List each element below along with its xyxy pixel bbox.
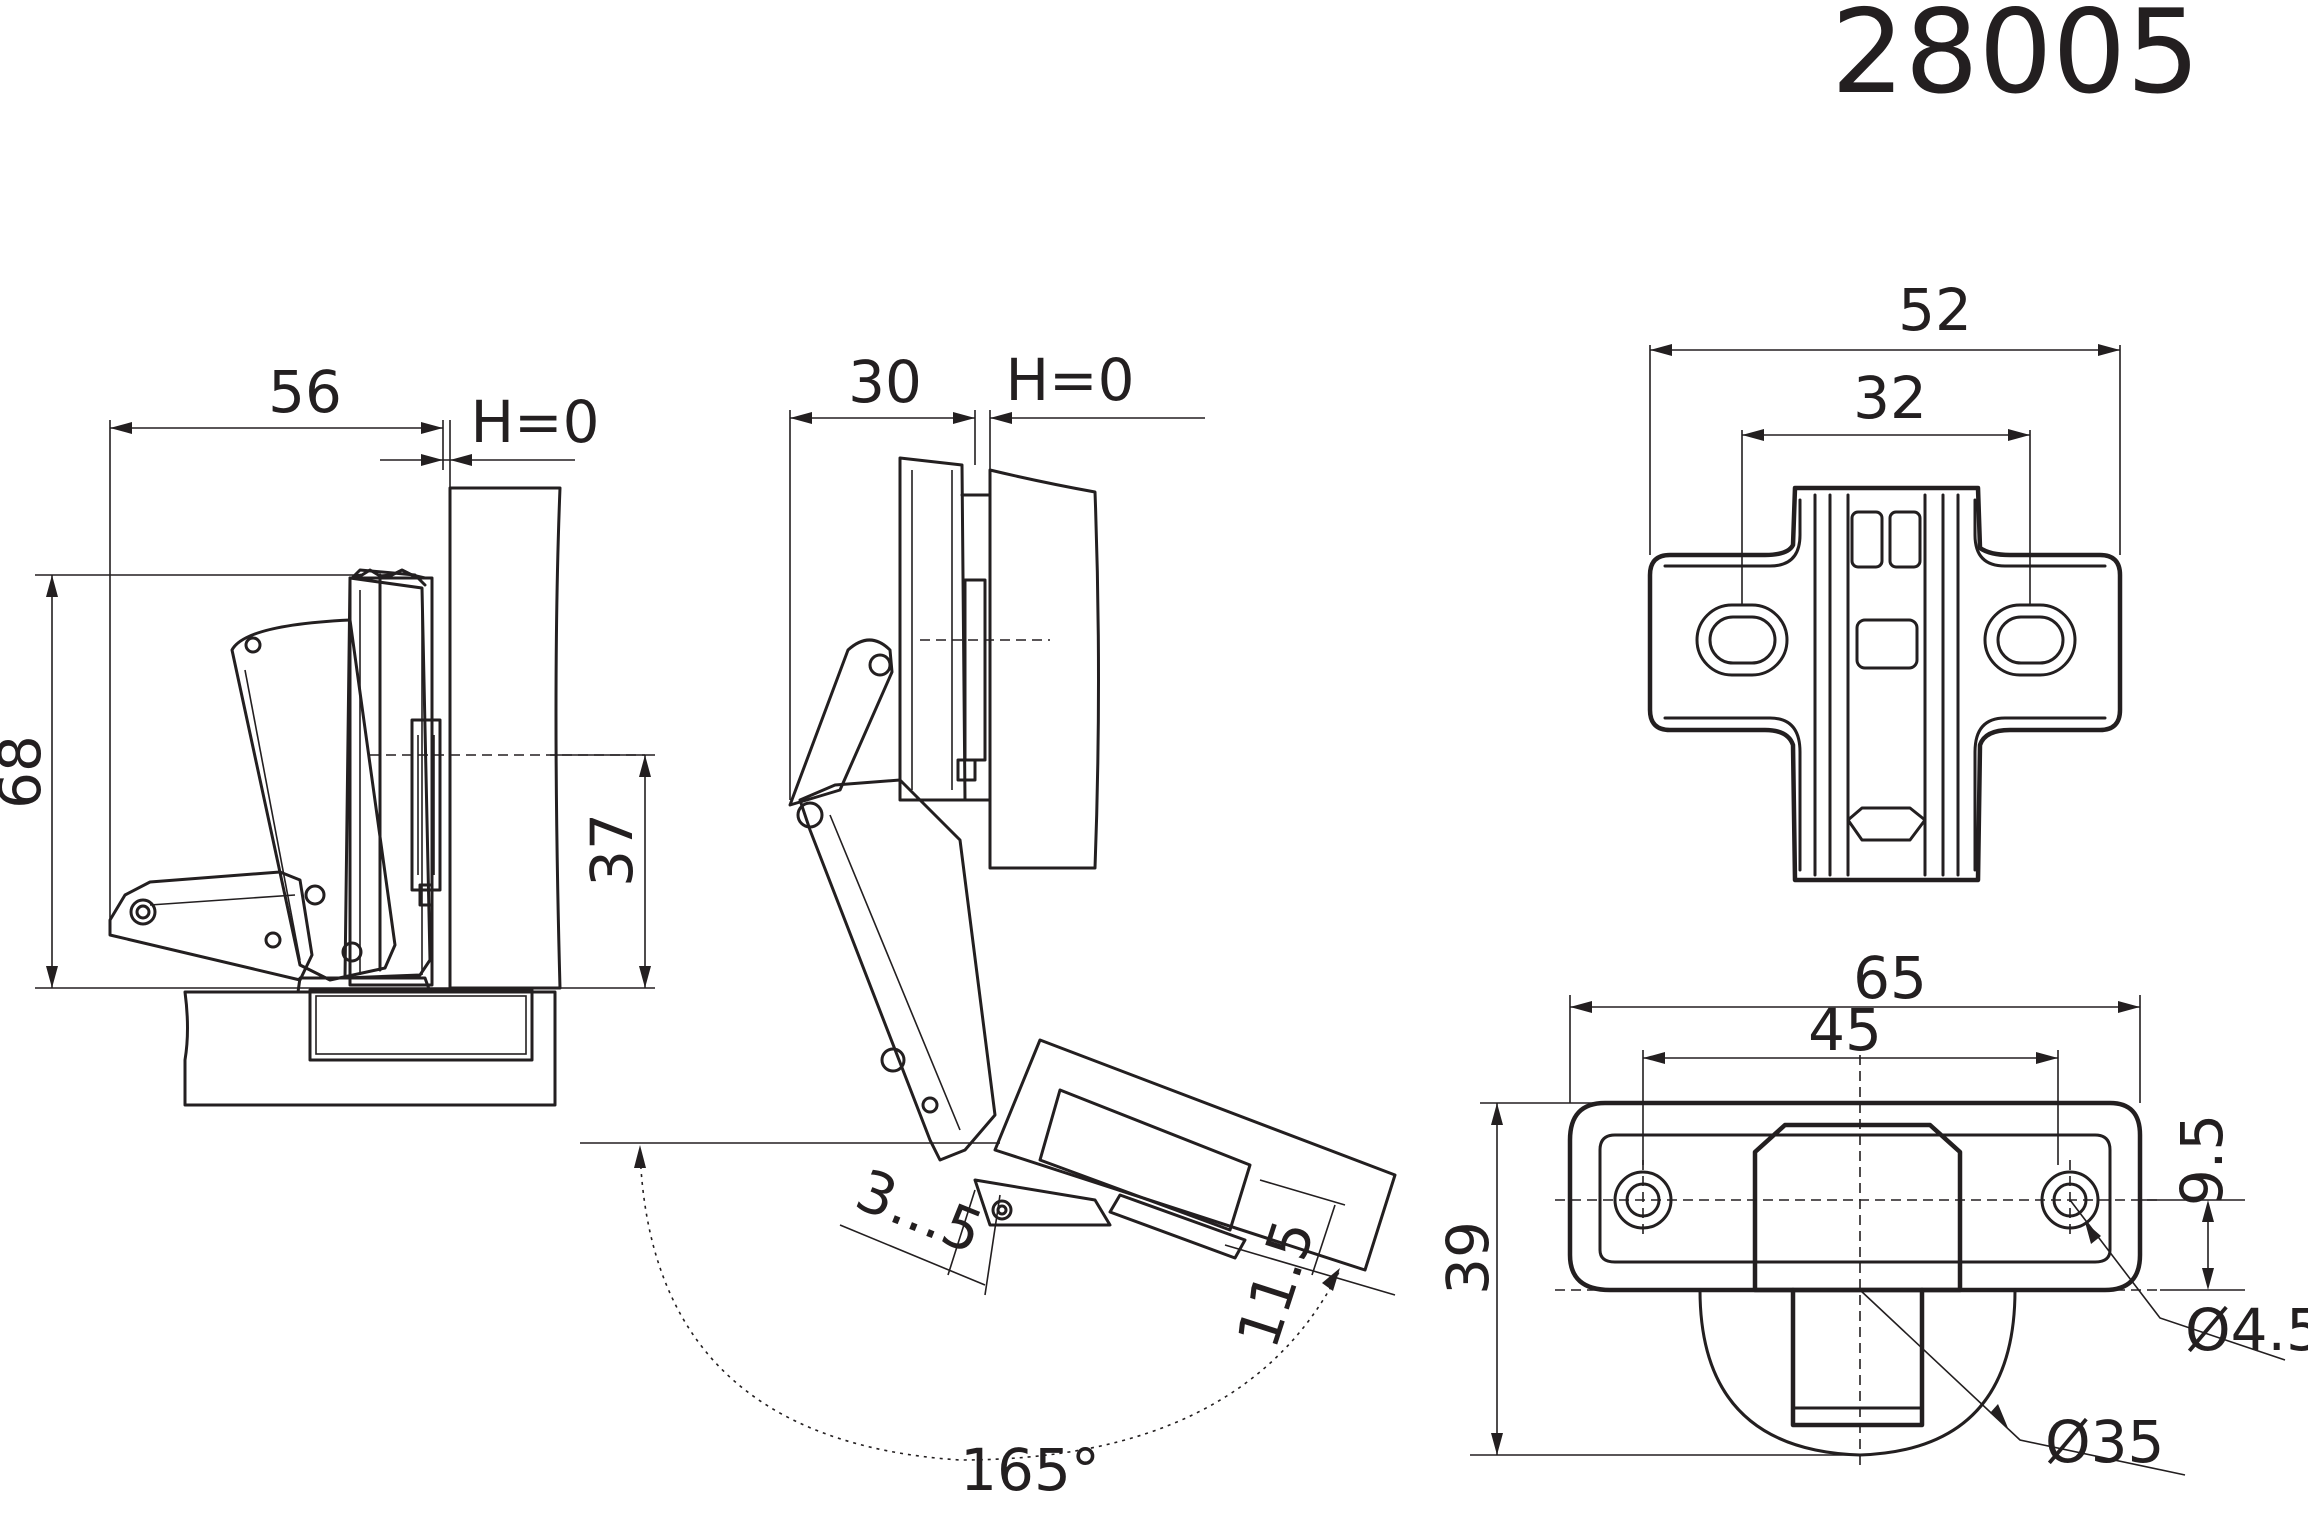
dim-width-56: 56	[268, 358, 342, 426]
dimensions-side-view-closed: 56 H=0 68 37	[0, 358, 655, 989]
dim-screw-hole-4-5: Ø4.5	[2185, 1296, 2308, 1364]
dim-plate-32: 32	[1853, 364, 1927, 432]
dim-gap-3-5: 3...5	[847, 1156, 992, 1267]
mounting-plate-view	[1647, 485, 2123, 883]
dimensions-side-view-open: 30 H=0 3...5 11.5 165°	[580, 346, 1396, 1504]
dim-cup-diameter-35: Ø35	[2045, 1408, 2164, 1476]
dim-cup-9-5: 9.5	[2168, 1114, 2236, 1206]
dim-cup-65: 65	[1853, 944, 1927, 1012]
dim-height-68: 68	[0, 735, 54, 809]
dim-overlay-h0-b: H=0	[1005, 346, 1134, 414]
dim-cup-45: 45	[1808, 996, 1882, 1064]
dim-angle-165: 165°	[960, 1436, 1100, 1504]
dim-plate-52: 52	[1898, 276, 1972, 344]
side-view-closed	[108, 486, 645, 1107]
side-view-open	[788, 456, 1397, 1272]
dim-cup-39: 39	[1434, 1221, 1502, 1295]
dim-depth-11-5: 11.5	[1224, 1212, 1329, 1356]
dim-width-30: 30	[848, 348, 922, 416]
model-number: 28005	[1831, 0, 2200, 120]
dim-overlay-h0-a: H=0	[470, 388, 599, 456]
dimensions-plate-view: 52 32	[1649, 276, 2121, 605]
dimensions-cup-view: 65 45 39 9.5 Ø4.5 Ø35	[1434, 944, 2308, 1476]
dim-height-37: 37	[578, 813, 646, 887]
